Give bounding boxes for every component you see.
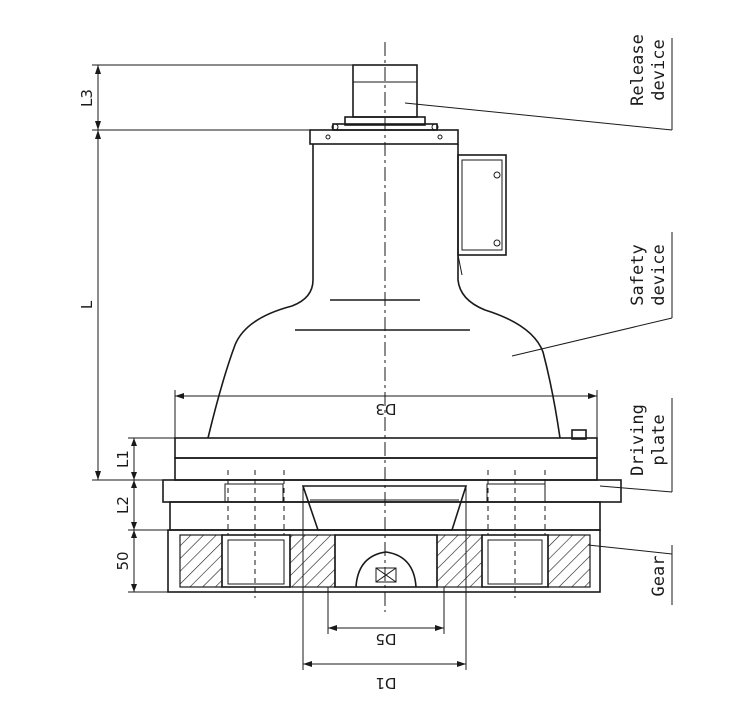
dimension-d1: D1 xyxy=(302,486,467,692)
dimension-l: L xyxy=(78,130,163,481)
hidden-lines xyxy=(227,470,546,598)
safety-device-housing xyxy=(207,129,561,439)
driving-plate-label-line1: Driving xyxy=(628,404,648,476)
gear xyxy=(167,529,601,593)
dimension-l1: L1 xyxy=(114,437,175,480)
callout-safety-device: Safety device xyxy=(511,232,673,357)
driving-plate xyxy=(162,479,622,531)
dimension-label-l1: L1 xyxy=(114,450,132,468)
gear-label: Gear xyxy=(649,556,669,597)
dimension-50: 50 xyxy=(114,530,168,593)
release-device-label-line2: device xyxy=(649,39,669,100)
dimension-l2: L2 xyxy=(114,479,170,531)
dimension-label-l: L xyxy=(78,300,96,309)
dimension-label-d5: D5 xyxy=(375,630,396,648)
flange-stack xyxy=(174,429,598,481)
callout-gear: Gear xyxy=(587,544,673,605)
safety-device-label-line2: device xyxy=(649,244,669,305)
dimension-d3: D3 xyxy=(174,390,598,438)
dimension-label-l2: L2 xyxy=(114,496,132,514)
dimension-label-d1: D1 xyxy=(375,674,396,692)
dimension-l3: L3 xyxy=(78,64,353,131)
callout-release-device: Release device xyxy=(404,34,673,131)
dimension-label-l3: L3 xyxy=(78,89,96,107)
dimension-label-50: 50 xyxy=(114,551,132,570)
dimension-d5: D5 xyxy=(327,587,445,648)
callout-driving-plate: Driving plate xyxy=(599,398,673,493)
driving-plate-label-line2: plate xyxy=(649,414,669,465)
release-device-label-line1: Release xyxy=(628,34,648,106)
safety-device-label-line1: Safety xyxy=(628,244,648,305)
dimension-label-d3: D3 xyxy=(375,400,396,418)
